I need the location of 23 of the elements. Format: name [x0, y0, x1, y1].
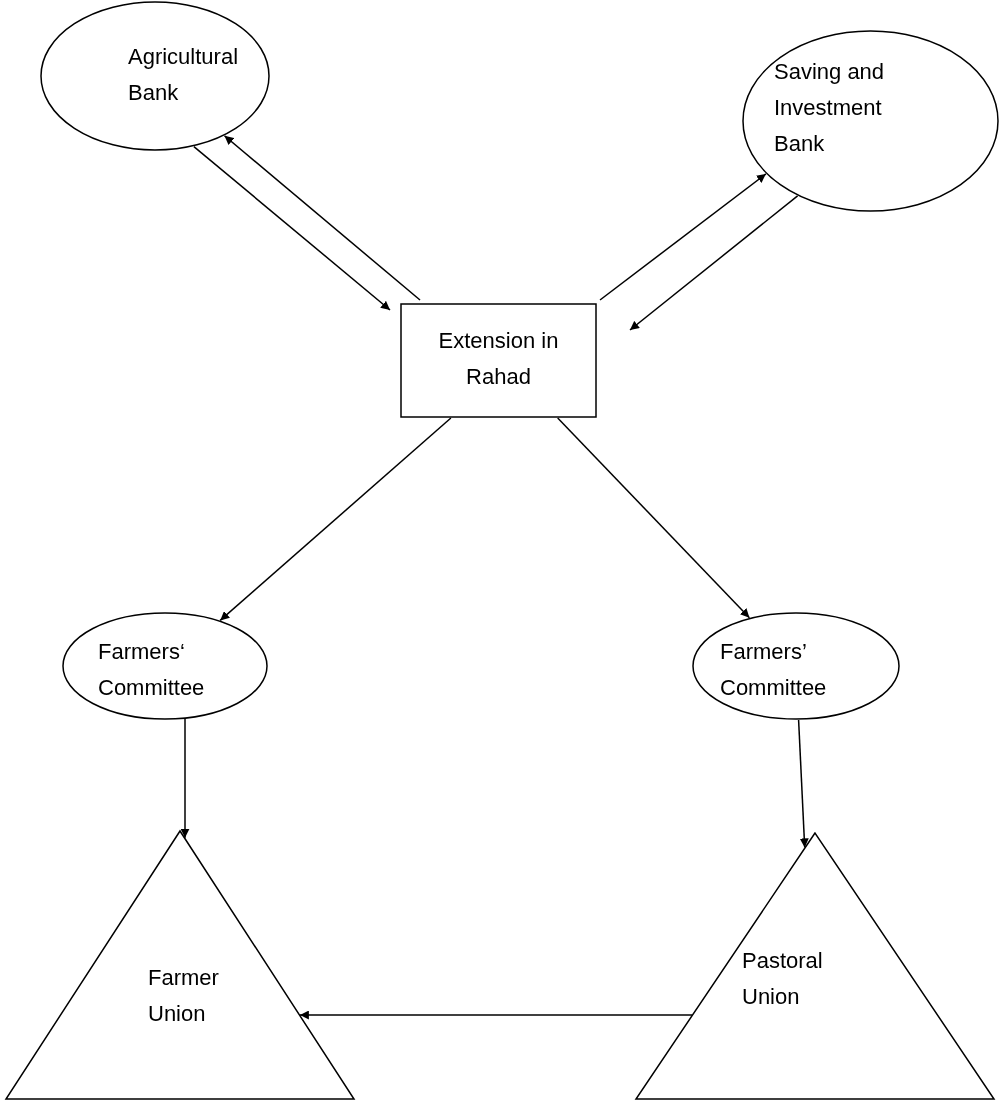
node-label: Pastoral Union	[742, 947, 824, 1011]
arrow	[180, 718, 190, 839]
oval-node	[692, 612, 900, 720]
arrow	[629, 195, 799, 331]
triangle-node	[635, 832, 995, 1100]
oval-node	[62, 612, 268, 720]
arrow	[797, 719, 809, 849]
arrow	[599, 173, 767, 301]
arrow	[193, 145, 391, 311]
node-label: Agricultural Bank	[128, 43, 240, 107]
arrow	[556, 417, 751, 619]
node-label: Farmers‘ Committee	[98, 638, 206, 702]
oval-node	[40, 1, 270, 151]
rectangle-node	[400, 303, 597, 418]
node-label: Farmer Union	[148, 964, 220, 1028]
node-label: Farmers’ Committee	[720, 638, 828, 702]
arrow	[219, 417, 452, 622]
arrow	[223, 135, 421, 301]
node-label: Saving and Investment Bank	[774, 58, 886, 158]
arrow	[299, 1010, 693, 1020]
oval-node	[742, 30, 999, 212]
triangle-node	[5, 830, 355, 1100]
node-label: Extension in Rahad	[437, 327, 560, 391]
